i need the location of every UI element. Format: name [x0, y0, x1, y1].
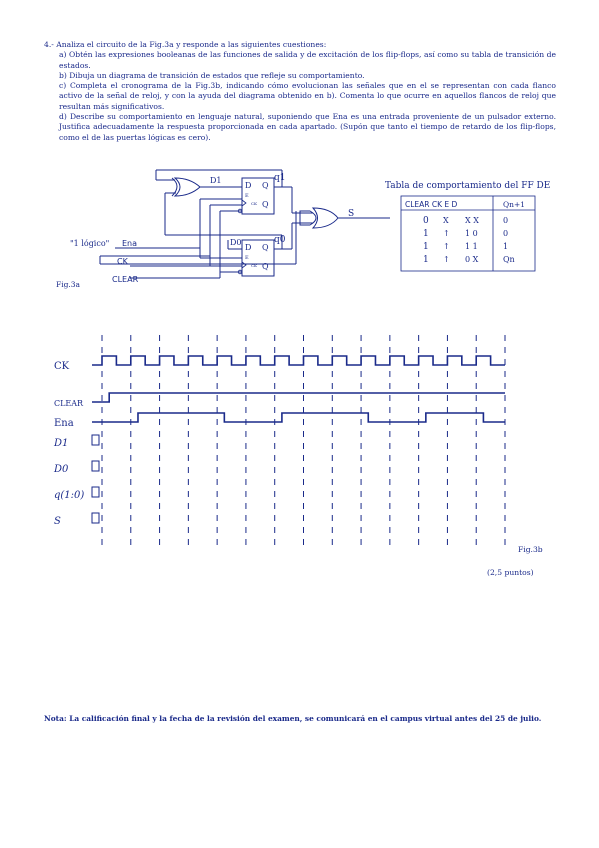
question-intro: 4.- Analiza el circuito de la Fig.3a y r…: [44, 40, 327, 49]
fig3a-label: Fig.3a: [56, 280, 81, 289]
ff1-ck-pin: CK: [251, 201, 258, 206]
question-part-a: a) Obtén las expresiones booleanas de la…: [59, 50, 556, 70]
initial-value-box: [91, 434, 100, 446]
ff0-ck-pin: CK: [251, 263, 258, 268]
ff0-q-pin: Q: [262, 243, 269, 252]
clear-waveform: [92, 392, 505, 403]
ff0-qbar-pin: Q: [262, 262, 269, 271]
question-part-d: d) Describe su comportamiento en lenguaj…: [59, 112, 556, 142]
xor-gate: [173, 177, 201, 197]
table-cell: ↑: [443, 229, 450, 238]
exam-note: Nota: La calificación final y la fecha d…: [44, 714, 542, 723]
and-gate: [299, 210, 317, 226]
ff1-box: [241, 177, 275, 215]
xor-gate-back: [171, 177, 178, 197]
table-cell: 1 1: [465, 242, 478, 251]
fig3b-label: Fig.3b: [518, 545, 543, 554]
table-rows: 0 X X X 0 1 ↑ 1 0 0 1 ↑ 1 1 1 1 ↑ 0 X Qn: [423, 216, 515, 265]
ff-de-table: Tabla de comportamiento del FF DE CLEAR …: [385, 181, 550, 272]
table-cell: 0: [423, 216, 429, 226]
signal-label: D0: [53, 464, 69, 475]
one-logic-label: "1 lógico": [70, 239, 109, 248]
table-cell: 1 0: [465, 229, 478, 238]
question-part-c: c) Completa el cronograma de la Fig.3b, …: [59, 81, 556, 111]
q1-label: q1: [274, 173, 286, 183]
initial-value-box: [91, 460, 100, 472]
table-cell: ↑: [443, 255, 450, 264]
signal-label: S: [54, 516, 61, 527]
table-cell: 0 X: [465, 255, 479, 264]
table-cell: 0: [503, 216, 508, 225]
fig3a-circuit: D E Q CK Q D E Q CK Q D1 D0 q1 q0 S "1 l…: [56, 169, 390, 289]
question-block: 4.- Analiza el circuito de la Fig.3a y r…: [44, 40, 556, 143]
q0-label: q0: [274, 235, 286, 245]
ff0-d-pin: D: [245, 243, 251, 252]
d0-label: D0: [230, 238, 242, 247]
signal-label: D1: [53, 438, 68, 449]
table-cell: X: [443, 216, 449, 225]
table-header-inputs: CLEAR CK E D: [405, 200, 458, 209]
table-cell: ↑: [443, 242, 450, 251]
signal-label: CLEAR: [54, 399, 84, 408]
table-header-output: Qn+1: [503, 200, 525, 209]
ena-waveform: [92, 412, 505, 423]
question-part-b: b) Dibuja un diagrama de transición de e…: [59, 70, 365, 80]
d1-label: D1: [210, 176, 222, 185]
ff1-e-pin: E: [245, 193, 249, 199]
table-cell: 0: [503, 229, 508, 238]
table-cell: 1: [423, 255, 429, 265]
table-cell: 1: [423, 242, 429, 252]
ck-waveform: [92, 355, 505, 366]
initial-value-box: [91, 512, 100, 524]
clear-label: CLEAR: [112, 275, 139, 284]
ena-label: Ena: [122, 239, 137, 248]
ck-label: CK: [117, 257, 129, 266]
table-cell: 1: [503, 242, 508, 251]
initial-value-box: [91, 486, 100, 498]
ff0-e-pin: E: [245, 255, 249, 261]
table-cell: Qn: [503, 255, 515, 264]
signal-label: Ena: [54, 418, 74, 429]
table-cell: 1: [423, 229, 429, 239]
table-cell: X X: [465, 216, 479, 225]
signal-label: CK: [54, 361, 70, 372]
ff1-d-pin: D: [245, 181, 251, 190]
or-gate: [311, 207, 339, 229]
score-label: (2,5 puntos): [487, 568, 534, 577]
table-title: Tabla de comportamiento del FF DE: [385, 181, 550, 191]
ff1-q-pin: Q: [262, 181, 269, 190]
signal-label: q(1:0): [54, 490, 84, 501]
ff1-qbar-pin: Q: [262, 200, 269, 209]
s-label: S: [348, 209, 354, 219]
